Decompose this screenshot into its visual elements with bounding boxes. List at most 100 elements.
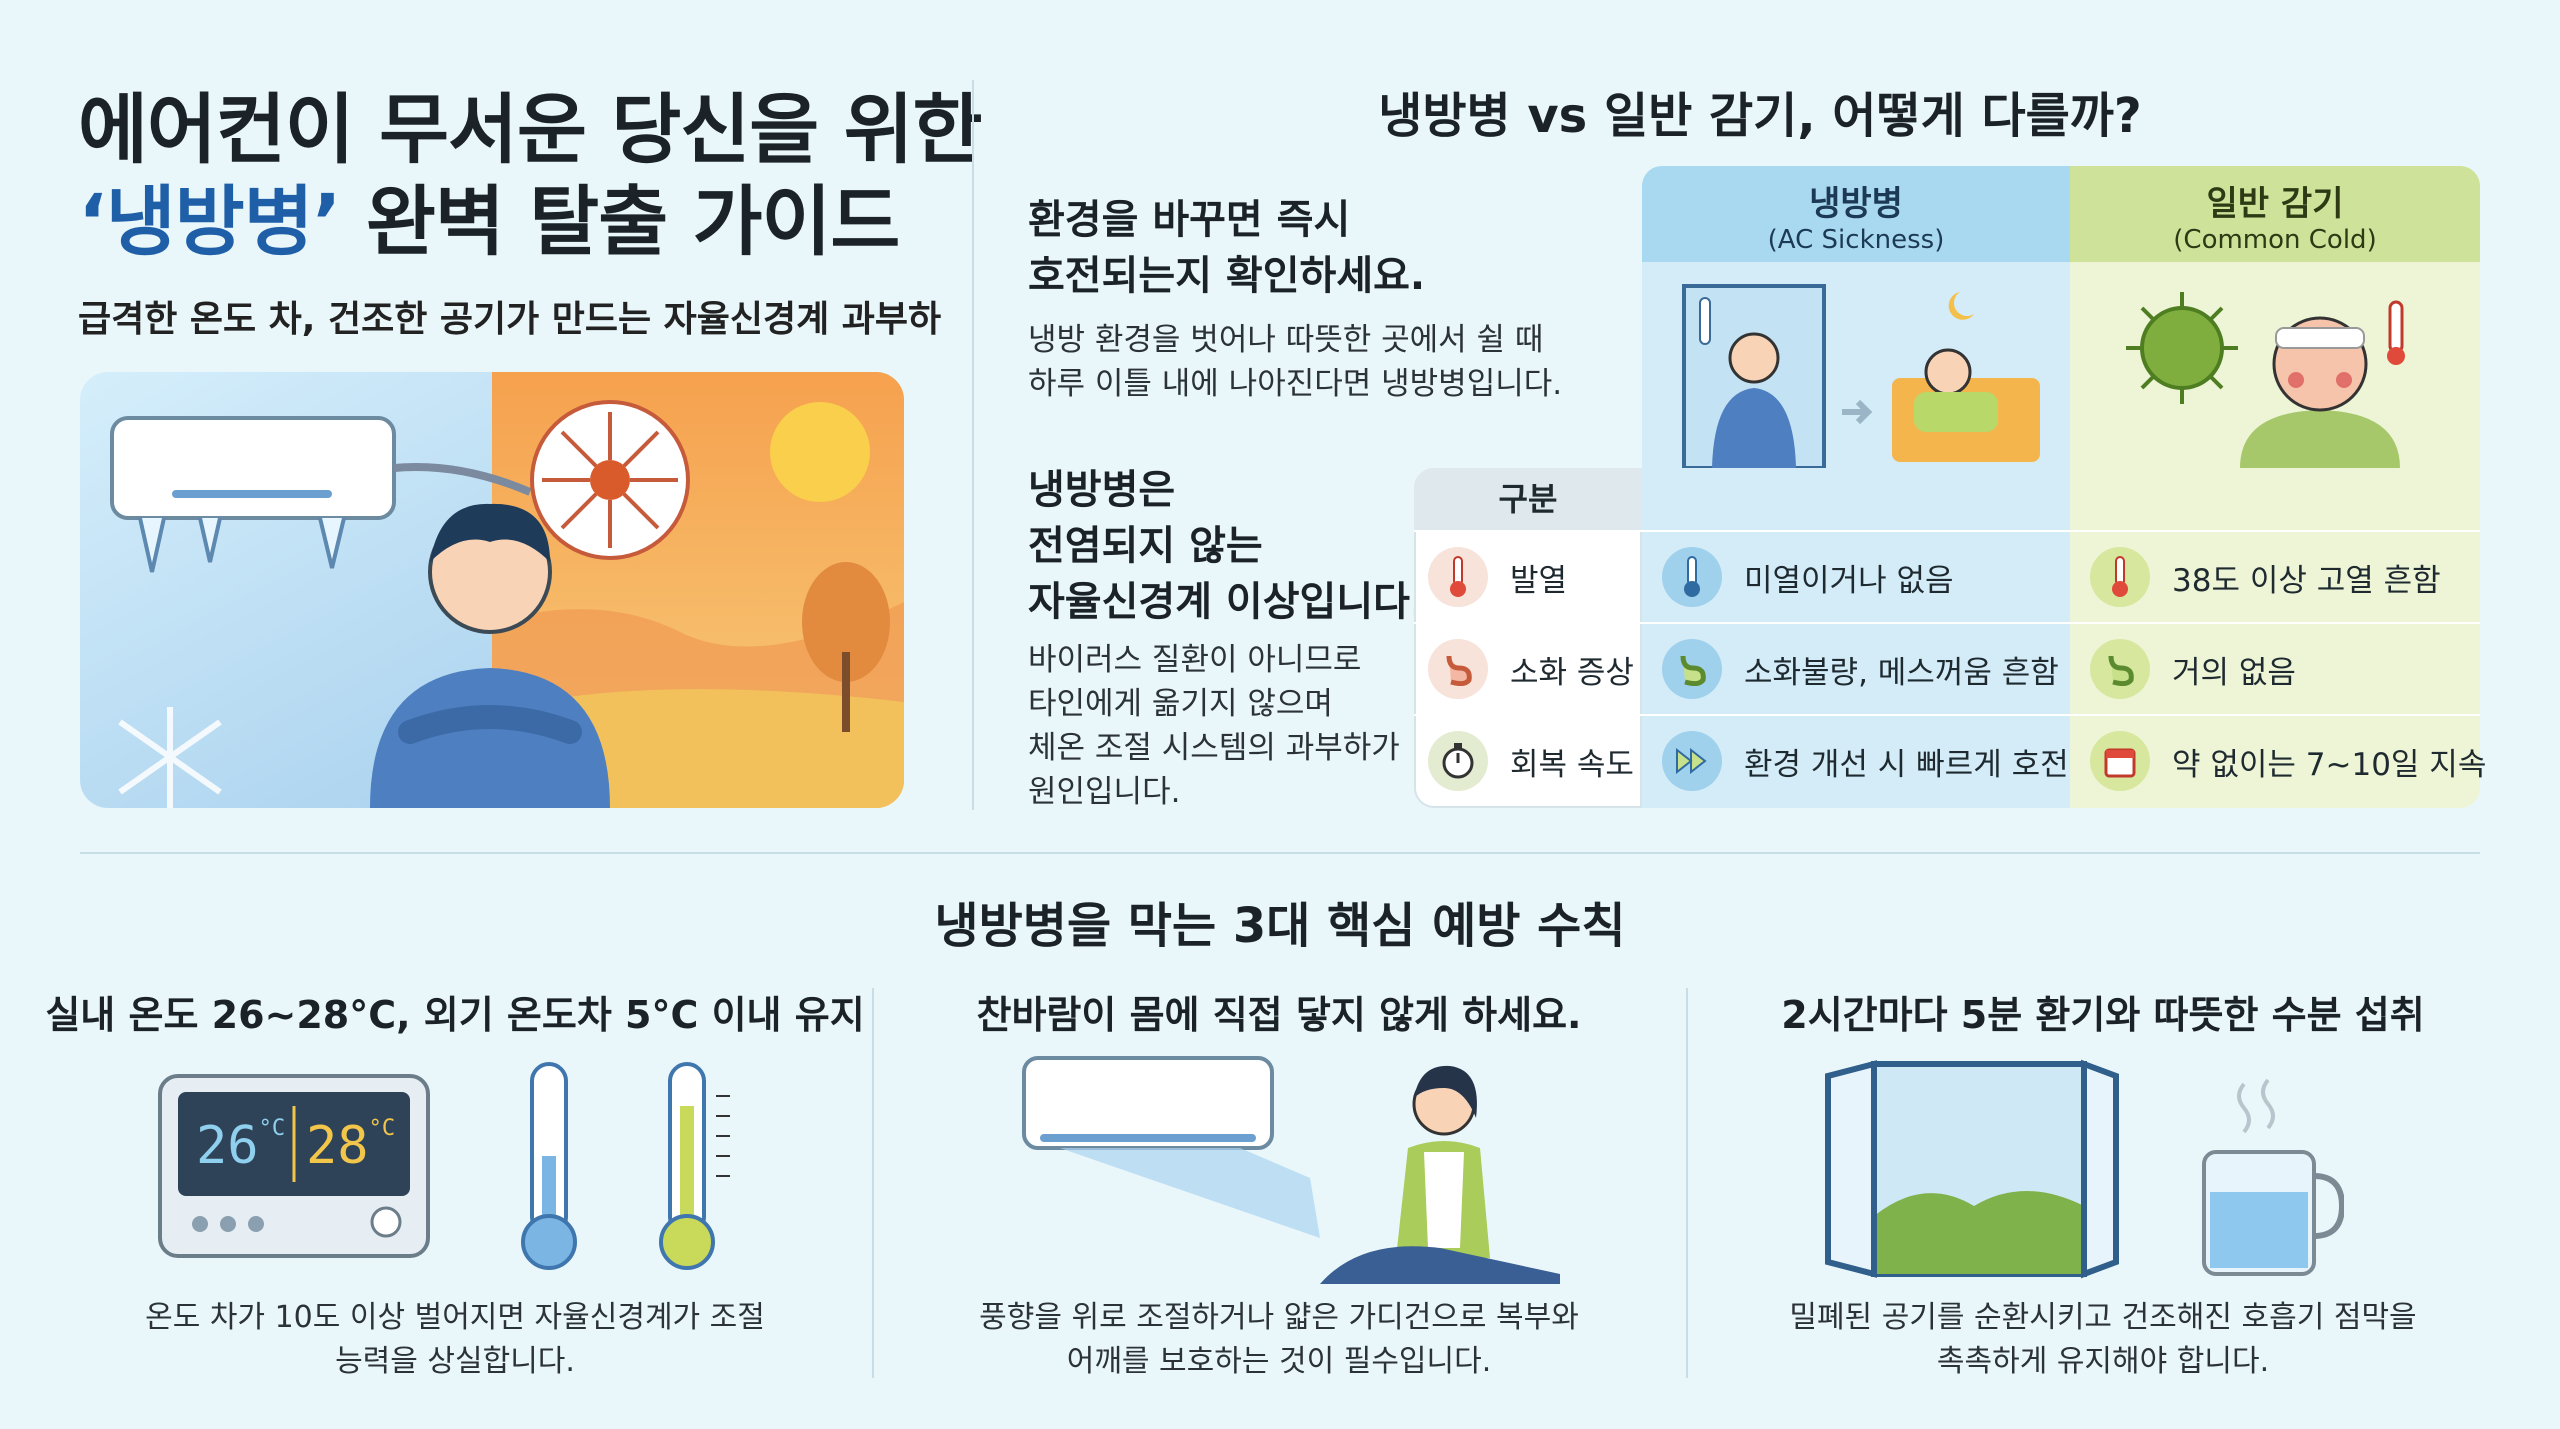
tip-divider-1 bbox=[872, 988, 874, 1378]
thermometer-icon bbox=[2090, 547, 2150, 607]
tip-divider-2 bbox=[1686, 988, 1688, 1378]
tip3-text: 밀폐된 공기를 순환시키고 건조해진 호흡기 점막을 촉촉하게 유지해야 합니다… bbox=[1688, 1296, 2518, 1384]
indoor-unit: °C bbox=[258, 1116, 286, 1141]
thermostat-indoor-temp: 26°C bbox=[196, 1116, 285, 1176]
warm-water-mug-icon bbox=[2202, 1078, 2346, 1276]
table-row-fever-cold: 38도 이상 고열 흔함 bbox=[2090, 532, 2480, 622]
tip1-text-line2: 능력을 상실합니다. bbox=[335, 1344, 575, 1379]
category-header: 구분 bbox=[1414, 468, 1642, 530]
comparison-table: 구분 냉방병 (AC Sickness) 일반 감기 (Common Cold) bbox=[1414, 166, 2486, 808]
table-row-fever-ac: 미열이거나 없음 bbox=[1662, 532, 2062, 622]
thermometer-icon bbox=[1662, 547, 1722, 607]
ac-column-sub: (AC Sickness) bbox=[1767, 225, 1945, 255]
tip3-illustration bbox=[1824, 1056, 2346, 1282]
ac-column bbox=[1642, 166, 2070, 808]
tip3-title: 2시간마다 5분 환기와 따뜻한 수분 섭취 bbox=[1781, 993, 2425, 1037]
tip2-title: 찬바람이 몸에 직접 닿지 않게 하세요. bbox=[976, 993, 1582, 1037]
snowflake-icon bbox=[118, 707, 222, 808]
point1-text: 냉방 환경을 벗어나 따뜻한 곳에서 쉴 때 하루 이틀 내에 나아진다면 냉방… bbox=[1028, 318, 1562, 406]
table-row-digestion-category: 소화 증상 bbox=[1428, 624, 1640, 714]
point2-text: 바이러스 질환이 아니므로 타인에게 옮기지 않으며 체온 조절 시스템의 과부… bbox=[1028, 638, 1400, 814]
point2-heading: 냉방병은 전염되지 않는 자율신경계 이상입니다. bbox=[1028, 462, 1425, 630]
tip2-illustration bbox=[1020, 1048, 1580, 1284]
row-category-label: 소화 증상 bbox=[1510, 654, 1634, 691]
table-row-recovery-ac: 환경 개선 시 빠르게 호전 bbox=[1662, 716, 2069, 806]
calendar-icon bbox=[2090, 731, 2150, 791]
warm-thermometer-icon bbox=[659, 1062, 730, 1270]
stomach-icon bbox=[2090, 639, 2150, 699]
main-title-line1: 에어컨이 무서운 당신을 위한 bbox=[78, 85, 982, 174]
point1-heading-line2: 호전되는지 확인하세요. bbox=[1028, 253, 1426, 299]
row-category-label: 발열 bbox=[1510, 562, 1568, 599]
tip1-text: 온도 차가 10도 이상 벌어지면 자율신경계가 조절 능력을 상실합니다. bbox=[40, 1296, 870, 1384]
comparison-title: 냉방병 vs 일반 감기, 어떻게 다를까? bbox=[1378, 88, 2142, 144]
air-conditioner-icon bbox=[110, 416, 396, 573]
table-row-recovery-category: 회복 속도 bbox=[1428, 716, 1640, 806]
ac-sickness-illustration bbox=[1642, 262, 2070, 470]
tip1-title: 실내 온도 26~28°C, 외기 온도차 5°C 이내 유지 bbox=[45, 993, 865, 1037]
hero-illustration bbox=[80, 372, 904, 808]
sun-icon bbox=[770, 402, 870, 502]
stomach-icon bbox=[1662, 639, 1722, 699]
title-highlight: 냉방병 bbox=[105, 177, 314, 266]
thermometer-icon bbox=[1428, 547, 1488, 607]
tip1-text-line1: 온도 차가 10도 이상 벌어지면 자율신경계가 조절 bbox=[145, 1300, 765, 1335]
point2-heading-line2: 전염되지 않는 bbox=[1028, 523, 1263, 569]
subtitle: 급격한 온도 차, 건조한 공기가 만드는 자율신경계 과부하 bbox=[78, 299, 942, 340]
row-ac-value: 미열이거나 없음 bbox=[1744, 562, 1954, 599]
thermostat-icon bbox=[158, 1074, 430, 1258]
row-cold-value: 거의 없음 bbox=[2172, 654, 2296, 691]
point2-heading-line3: 자율신경계 이상입니다. bbox=[1028, 579, 1426, 625]
tip3-text-line2: 촉촉하게 유지해야 합니다. bbox=[1936, 1344, 2270, 1379]
row-cold-value: 38도 이상 고열 흔함 bbox=[2172, 562, 2441, 599]
stomach-icon bbox=[1428, 639, 1488, 699]
open-window-icon bbox=[1825, 1059, 2119, 1279]
woman-with-cardigan-icon bbox=[1320, 1065, 1560, 1284]
point2-text-line2: 타인에게 옮기지 않으며 bbox=[1028, 686, 1333, 722]
point1-text-line2: 하루 이틀 내에 나아진다면 냉방병입니다. bbox=[1028, 366, 1563, 402]
air-conditioner-icon bbox=[1022, 1056, 1274, 1150]
title-quote-close: ’ bbox=[312, 177, 342, 266]
tip2-text-line2: 어깨를 보호하는 것이 필수입니다. bbox=[1066, 1344, 1492, 1379]
ac-column-name: 냉방병 bbox=[1809, 184, 1903, 224]
point2-text-line3: 체온 조절 시스템의 과부하가 bbox=[1028, 730, 1400, 766]
tree-icon bbox=[802, 562, 890, 732]
table-row-digestion-cold: 거의 없음 bbox=[2090, 624, 2480, 714]
row-ac-value: 환경 개선 시 빠르게 호전 bbox=[1744, 746, 2069, 783]
fast-forward-icon bbox=[1662, 731, 1722, 791]
shivering-person-icon bbox=[370, 503, 610, 808]
table-row-digestion-ac: 소화불량, 메스꺼움 흔함 bbox=[1662, 624, 2062, 714]
title-quote-open: ‘ bbox=[78, 177, 107, 266]
title-rest: 완벽 탈출 가이드 bbox=[340, 177, 900, 266]
cold-column-header: 일반 감기 (Common Cold) bbox=[2070, 166, 2480, 262]
point2-text-line1: 바이러스 질환이 아니므로 bbox=[1028, 642, 1362, 678]
ac-column-header: 냉방병 (AC Sickness) bbox=[1642, 166, 2070, 262]
tip2-text: 풍향을 위로 조절하거나 얇은 가디건으로 복부와 어깨를 보호하는 것이 필수… bbox=[874, 1296, 1684, 1384]
point1-heading: 환경을 바꾸면 즉시 호전되는지 확인하세요. bbox=[1028, 192, 1425, 304]
top-divider bbox=[972, 80, 974, 810]
indoor-value: 26 bbox=[196, 1116, 259, 1176]
common-cold-illustration bbox=[2070, 262, 2480, 468]
stopwatch-icon bbox=[1428, 731, 1488, 791]
section-divider bbox=[80, 852, 2480, 854]
point1-text-line1: 냉방 환경을 벗어나 따뜻한 곳에서 쉴 때 bbox=[1028, 322, 1544, 358]
main-title-line2: ‘냉방병’ 완벽 탈출 가이드 bbox=[78, 160, 900, 270]
table-row-fever-category: 발열 bbox=[1428, 532, 1640, 622]
tip1-illustration bbox=[150, 1056, 770, 1276]
virus-icon bbox=[2126, 292, 2238, 404]
outdoor-value: 28 bbox=[306, 1116, 369, 1176]
point2-heading-line1: 냉방병은 bbox=[1028, 467, 1176, 513]
tip3-text-line1: 밀폐된 공기를 순환시키고 건조해진 호흡기 점막을 bbox=[1789, 1300, 2417, 1335]
row-cold-value: 약 없이는 7~10일 지속 bbox=[2172, 746, 2487, 783]
cold-column-sub: (Common Cold) bbox=[2173, 225, 2377, 255]
cool-thermometer-icon bbox=[521, 1062, 577, 1270]
point1-heading-line1: 환경을 바꾸면 즉시 bbox=[1028, 197, 1351, 243]
row-category-label: 회복 속도 bbox=[1510, 746, 1634, 783]
prevention-title: 냉방병을 막는 3대 핵심 예방 수칙 bbox=[934, 898, 1626, 954]
point2-text-line4: 원인입니다. bbox=[1028, 774, 1181, 810]
cold-column-name: 일반 감기 bbox=[2206, 184, 2344, 224]
tip2-text-line1: 풍향을 위로 조절하거나 얇은 가디건으로 복부와 bbox=[979, 1300, 1579, 1335]
table-row-recovery-cold: 약 없이는 7~10일 지속 bbox=[2090, 716, 2486, 806]
thermostat-outdoor-temp: 28°C bbox=[306, 1116, 395, 1176]
cold-column bbox=[2070, 166, 2480, 808]
